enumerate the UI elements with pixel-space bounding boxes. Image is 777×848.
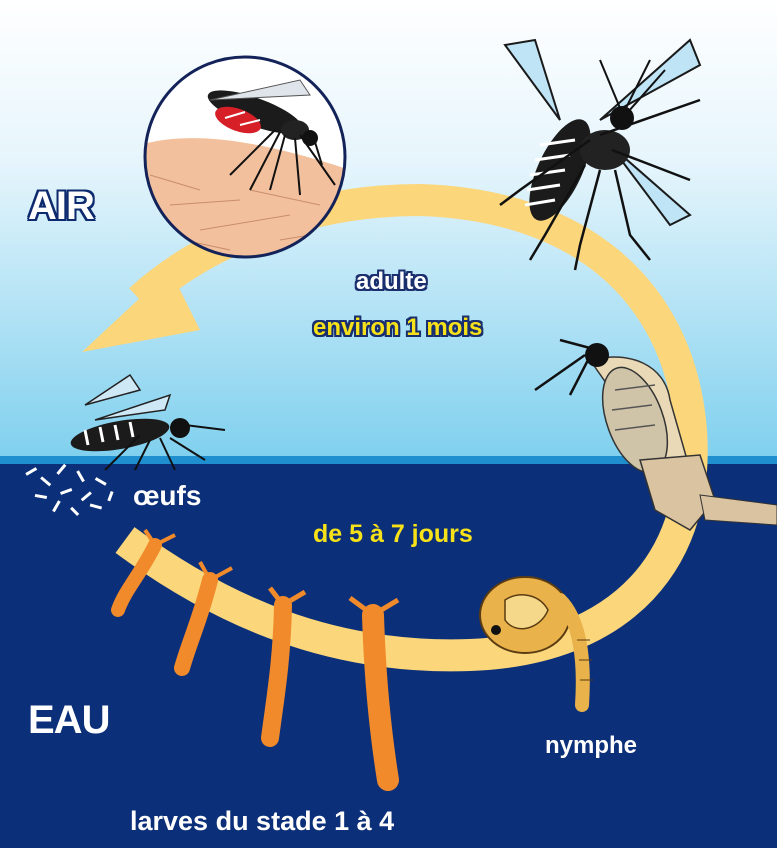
eggs-label: œufs: [133, 482, 201, 510]
adult-duration-label: environ 1 mois: [313, 316, 482, 340]
larvae-label: larves du stade 1 à 4: [130, 808, 394, 835]
adult-stage-label: adulte: [356, 270, 427, 294]
pupa-label: nymphe: [545, 734, 637, 758]
aquatic-duration-label: de 5 à 7 jours: [313, 522, 473, 547]
eau-label: EAU: [28, 700, 109, 740]
air-label: AIR: [28, 186, 94, 226]
